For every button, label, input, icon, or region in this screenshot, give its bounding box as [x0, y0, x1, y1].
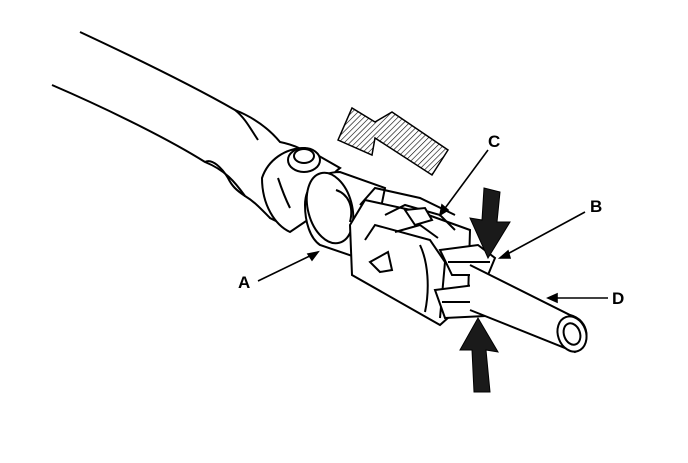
leader-lines	[257, 149, 608, 304]
label-c: C	[488, 132, 501, 151]
solid-arrow-up-icon	[459, 316, 499, 393]
hose-end-fitting	[260, 146, 342, 234]
label-d: D	[612, 289, 625, 308]
label-b: B	[590, 197, 603, 216]
outline-arrow-icon	[337, 106, 450, 177]
solid-arrow-down-icon	[469, 187, 511, 260]
large-hose	[51, 31, 331, 229]
label-a: A	[238, 273, 251, 292]
small-pipe	[469, 264, 588, 354]
